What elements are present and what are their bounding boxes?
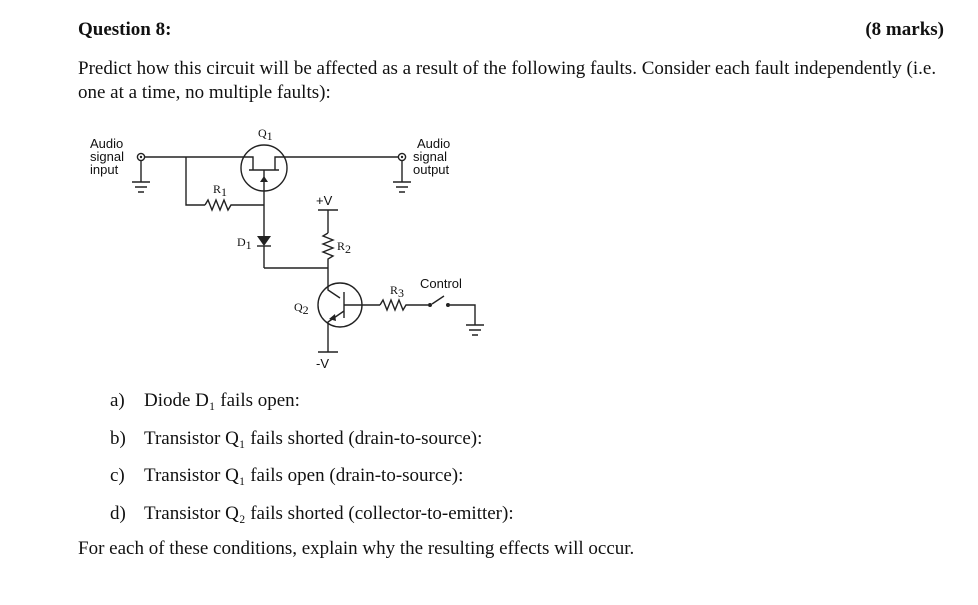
q2-label: Q2: [294, 300, 309, 317]
r2-resistor-icon: [321, 232, 335, 268]
fault-list: a)Diode D₁ fails open: b)Transistor Q₁ f…: [110, 390, 514, 540]
r3-resistor-icon: [379, 298, 428, 312]
input-ground-icon: [132, 161, 150, 193]
r2-label: R2: [337, 239, 351, 256]
negative-supply-label: -V: [316, 356, 329, 371]
d1-label: D1: [237, 235, 252, 252]
output-label-line1: Audio: [417, 136, 450, 151]
input-label-line3: input: [90, 162, 119, 177]
fault-item: c)Transistor Q₁ fails open (drain-to-sou…: [110, 465, 464, 486]
closing-instruction: For each of these conditions, explain wh…: [78, 538, 635, 559]
output-ground-icon: [393, 161, 411, 193]
input-label-line2: signal: [90, 149, 124, 164]
r1-label: R1: [213, 182, 227, 199]
q1-label: Q1: [258, 126, 273, 143]
circuit-diagram: Audio signal input R1 Q1 D1 +V R2 Q2 -V …: [90, 126, 484, 371]
control-switch-icon: [431, 295, 445, 305]
positive-supply-label: +V: [316, 193, 333, 208]
input-label-line1: Audio: [90, 136, 123, 151]
output-label-line3: output: [413, 162, 450, 177]
question-title: Question 8:: [78, 19, 172, 40]
fault-item: a)Diode D₁ fails open:: [110, 390, 300, 411]
output-label-line2: signal: [413, 149, 447, 164]
question-marks: (8 marks): [865, 19, 944, 40]
fault-item: d)Transistor Q₂ fails shorted (collector…: [110, 502, 514, 524]
fault-item: b)Transistor Q₁ fails shorted (drain-to-…: [110, 427, 483, 449]
d1-diode-icon: [257, 236, 271, 246]
r3-label: R3: [390, 283, 404, 300]
r1-resistor-icon: [204, 198, 264, 212]
control-label: Control: [420, 276, 462, 291]
question-prompt: Predict how this circuit will be affecte…: [78, 58, 937, 103]
